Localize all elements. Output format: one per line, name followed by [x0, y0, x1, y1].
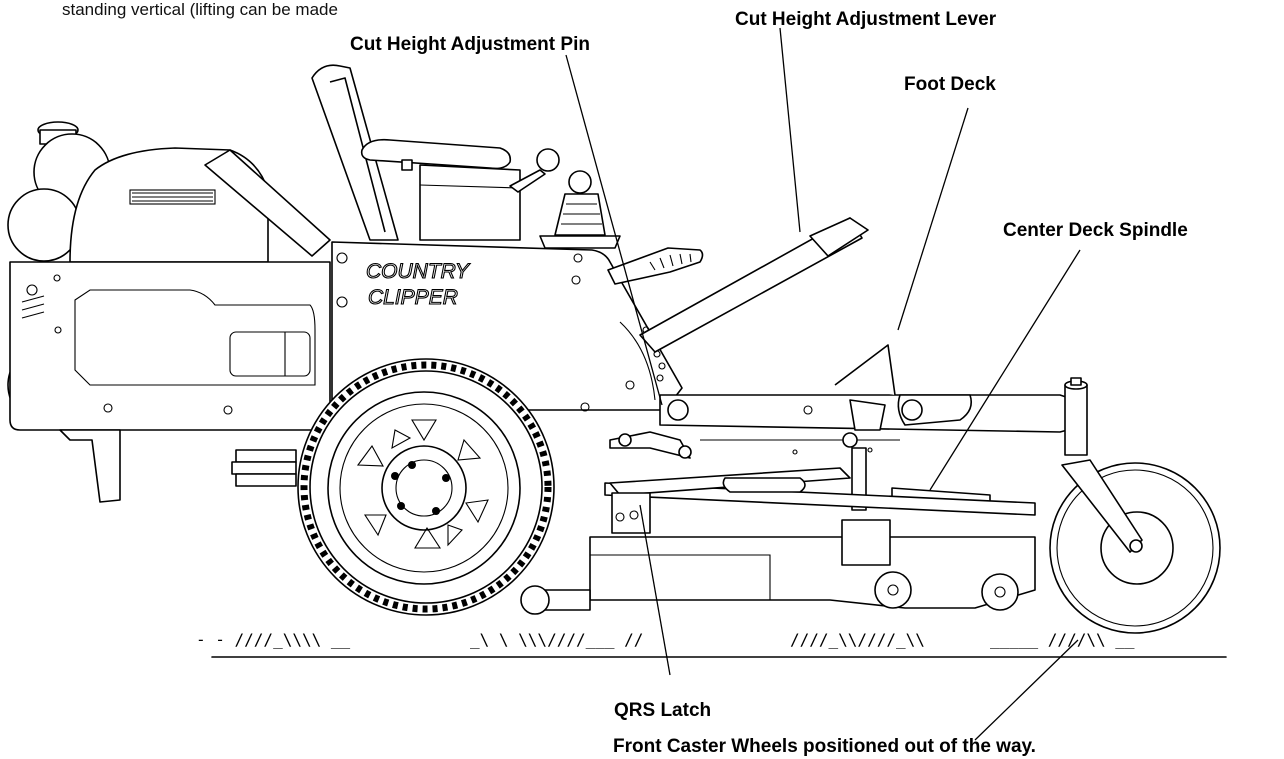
label-center-deck-spindle: Center Deck Spindle [1003, 220, 1188, 241]
svg-text:_\ \ \\\////___ //: _\ \ \\\////___ // [470, 630, 643, 649]
cut-height-lever [639, 217, 869, 353]
label-cut-height-lever: Cut Height Adjustment Lever [735, 9, 997, 30]
grass-marks: - - ////_\\\\ __ _\ \ \\\////___ // ////… [196, 630, 1135, 649]
svg-text:////_\\////_\\: ////_\\////_\\ [790, 630, 925, 649]
label-qrs-latch: QRS Latch [614, 700, 711, 721]
svg-text:- - ////_\\\\ __: - - ////_\\\\ __ [196, 630, 350, 649]
mower-deck [520, 467, 1036, 615]
front-caster [1049, 377, 1221, 634]
rear-drive-wheel [231, 358, 555, 616]
label-foot-deck: Foot Deck [904, 74, 996, 95]
brand-line-2: CLIPPER [368, 286, 458, 309]
svg-text:_____ ////\\ __: _____ ////\\ __ [990, 630, 1135, 649]
brand-line-1: COUNTRY [366, 260, 471, 283]
leader-lines [565, 27, 1081, 741]
label-front-caster: Front Caster Wheels positioned out of th… [613, 736, 1036, 757]
engine [7, 121, 331, 503]
main-frame [609, 344, 1076, 511]
control-stick [539, 170, 621, 249]
top-caption: standing vertical (lifting can be made [62, 0, 338, 19]
seat [311, 64, 560, 241]
label-cut-height-pin: Cut Height Adjustment Pin [350, 34, 590, 55]
